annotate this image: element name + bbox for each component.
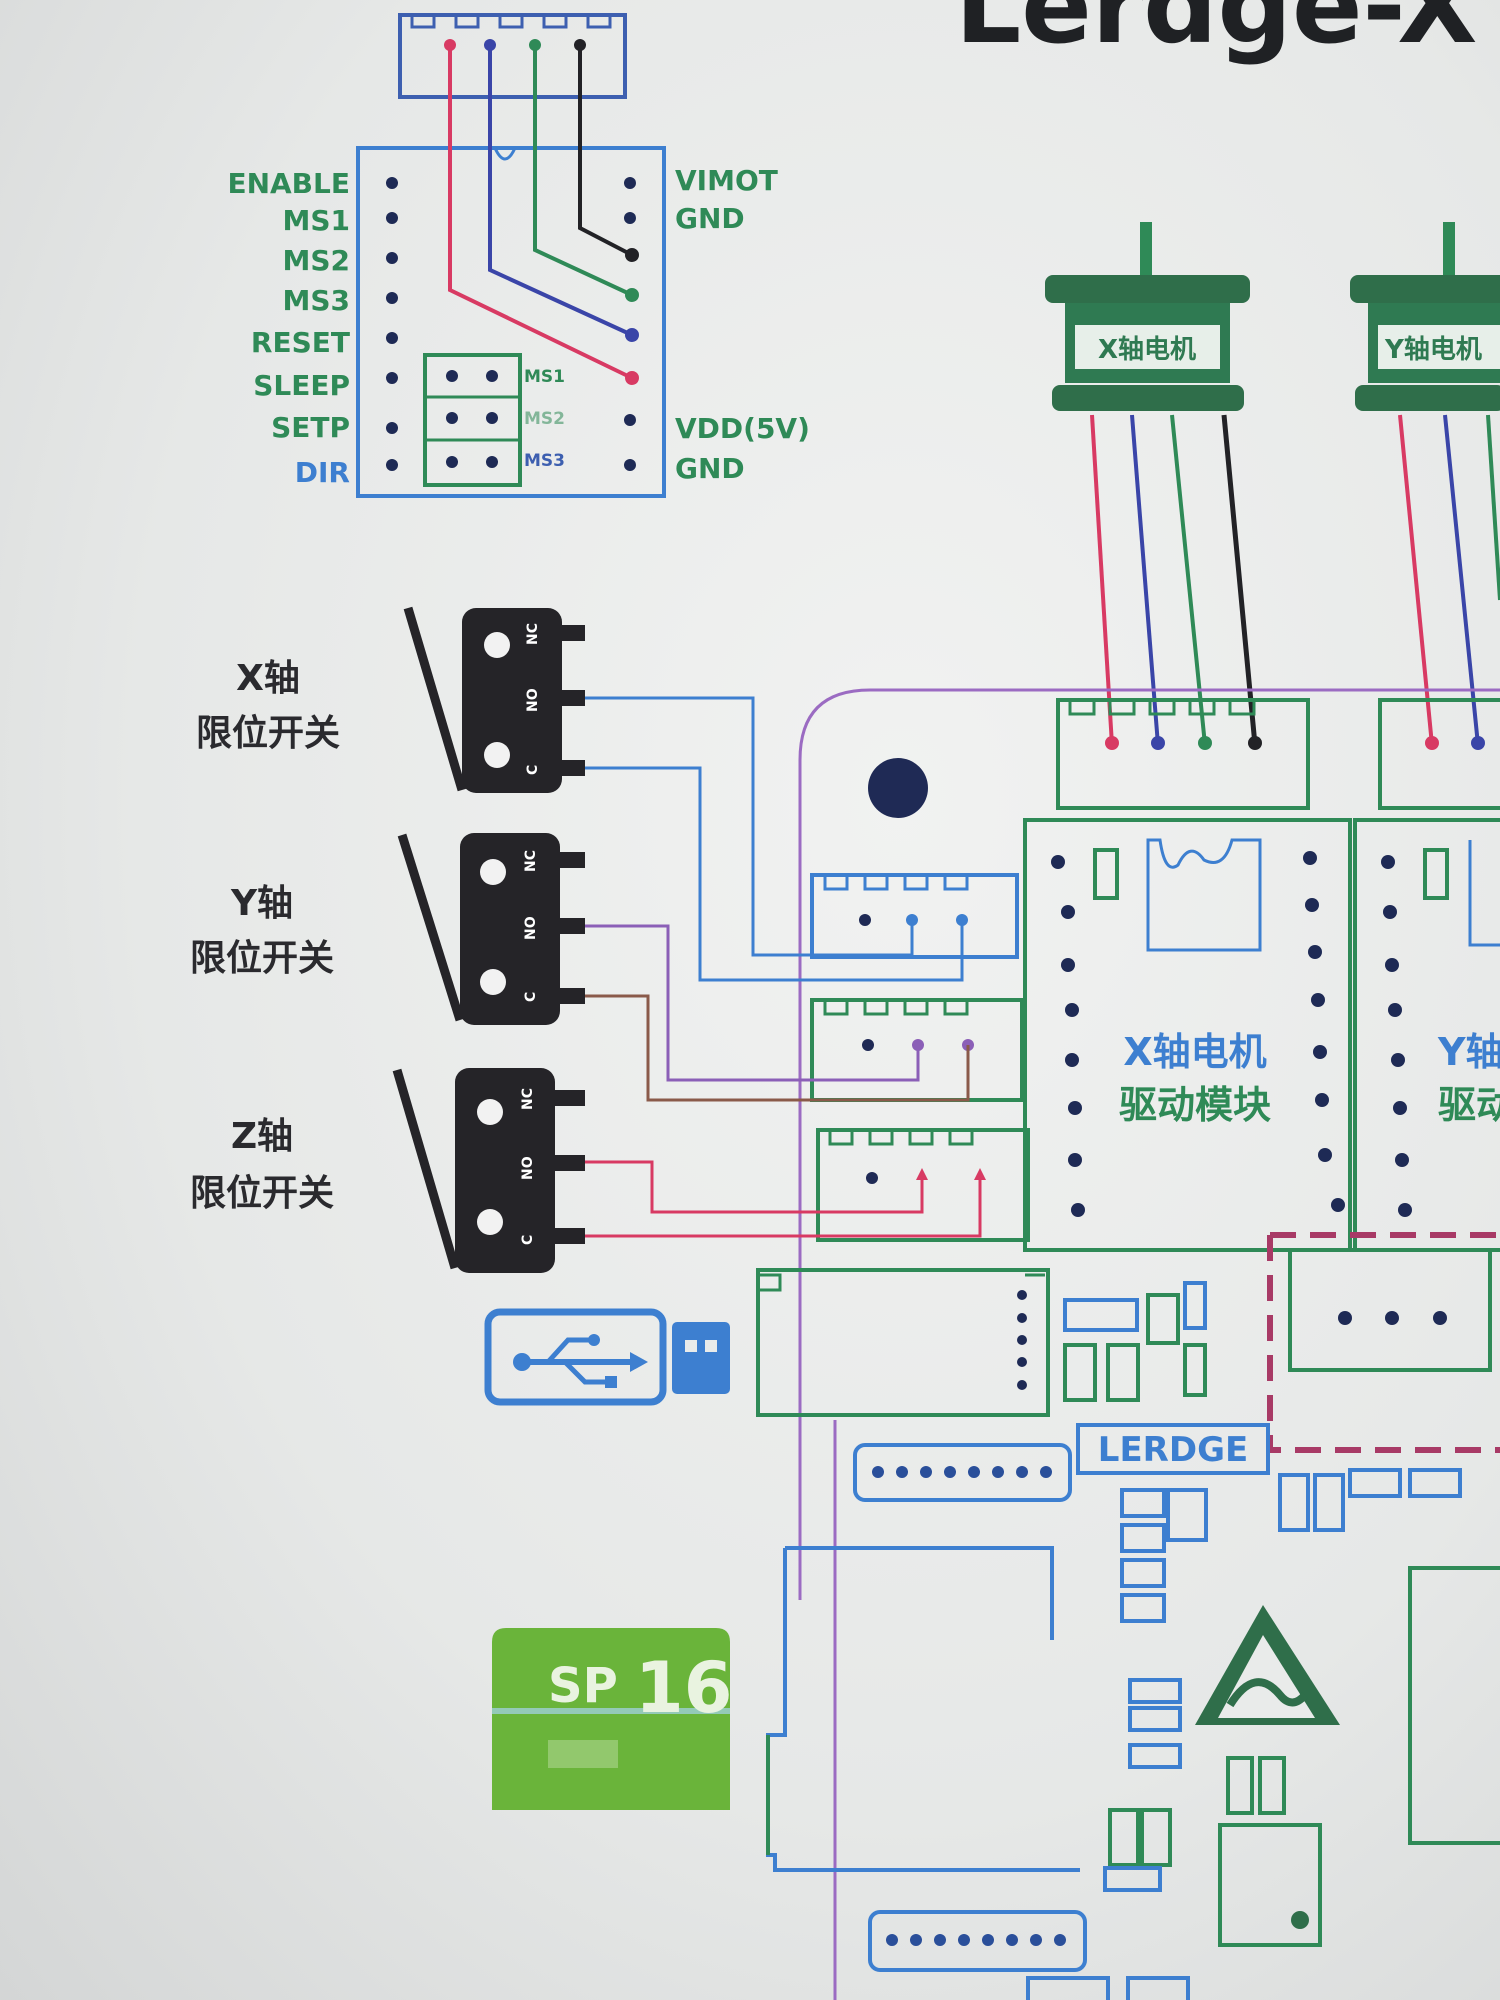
pin-label-vimot: VIMOT [675, 164, 778, 197]
x-endstop-connector [810, 873, 1019, 959]
pin-label-gnd-bottom: GND [675, 452, 745, 485]
z-switch-axis-label: Z轴 [231, 1116, 293, 1157]
pin-label-vdd: VDD(5V) [675, 412, 810, 445]
x-motor-label-plate [1075, 325, 1220, 369]
y-limit-switch: NC NO C Y轴 限位开关 [190, 833, 585, 1025]
pin-label-ms3: MS3 [282, 284, 350, 317]
usb-connector [756, 1268, 1050, 1417]
x-switch-pin-nc: NC [525, 623, 541, 645]
jumper-label-ms2: MS2 [524, 409, 565, 429]
x-switch-pin-c: C [525, 765, 541, 775]
y-motor-top-cap [1350, 275, 1500, 303]
x-motor-bottom-cap [1052, 385, 1244, 411]
pin-label-ms2: MS2 [282, 244, 350, 277]
pin-label-gnd-top: GND [675, 202, 745, 235]
x-motor-top-cap [1045, 275, 1250, 303]
x-switch-desc-label: 限位开关 [196, 713, 340, 754]
x-limit-switch: NC NO C X轴 限位开关 [196, 606, 585, 793]
pin-label-dir: DIR [295, 456, 350, 489]
sd-card-capacity: 16 [635, 1647, 732, 1729]
jumper-label-ms1: MS1 [524, 367, 565, 387]
pinout-top-connector [398, 13, 627, 99]
z-switch-pin-c: C [520, 1235, 536, 1245]
y-motor-connector [1378, 698, 1500, 810]
y-switch-pin-c: C [523, 992, 539, 1002]
usb-icon [484, 1308, 730, 1406]
driver-pinout-diagram: MS1 MS2 MS3 ENABLE MS1 MS2 MS3 RESET SLE… [227, 13, 810, 498]
z-switch-pin-nc: NC [520, 1088, 536, 1110]
board-outline [798, 688, 1500, 761]
pin-label-setp: SETP [271, 411, 350, 444]
x-driver-module-label-2: 驱动模块 [1119, 1083, 1271, 1127]
mounting-hole [868, 758, 928, 818]
brand-label: LERDGE [1098, 1430, 1248, 1470]
x-switch-pin-no: NO [525, 688, 541, 712]
z-endstop-connector [816, 1128, 1030, 1242]
pin-label-enable: ENABLE [227, 167, 350, 200]
x-driver-module-label-1: X轴电机 [1123, 1030, 1266, 1074]
main-board: X轴电机 驱动模块 Y轴 驱动 LER [756, 688, 1500, 2000]
y-motor-label-plate [1378, 325, 1500, 369]
y-switch-axis-label: Y轴 [230, 883, 293, 924]
y-motor-label: Y轴电机 [1384, 335, 1482, 365]
pin-label-ms1: MS1 [282, 204, 350, 237]
y-motor-shaft [1443, 222, 1455, 277]
switch-wires [585, 696, 986, 1238]
pin-label-sleep: SLEEP [253, 369, 350, 402]
sd-card-slot [766, 1546, 1080, 1872]
y-driver-module-label-1: Y轴 [1437, 1030, 1500, 1074]
dashed-region [1267, 1232, 1500, 1453]
y-switch-desc-label: 限位开关 [190, 938, 334, 979]
esd-warning-icon [1195, 1605, 1340, 1725]
y-switch-pin-nc: NC [523, 850, 539, 872]
jumper-block [423, 353, 522, 487]
x-driver-module [1023, 818, 1352, 1252]
z-switch-pin-no: NO [520, 1156, 536, 1180]
driver-board-outline [356, 146, 666, 498]
jumper-label-ms3: MS3 [524, 451, 565, 471]
x-motor: X轴电机 [1045, 222, 1258, 746]
title-text: Lerdge-X [955, 0, 1477, 67]
sd-card-brand: SP [548, 1658, 618, 1714]
x-switch-axis-label: X轴 [236, 658, 300, 699]
x-motor-label: X轴电机 [1098, 335, 1196, 365]
brand-label-box [1076, 1423, 1270, 1475]
sd-card: SP 16 [492, 1628, 732, 1810]
y-motor-bottom-cap [1355, 385, 1500, 411]
header-pins-bottom [868, 1910, 1087, 1972]
power-connector [1288, 1248, 1492, 1372]
y-motor: Y轴电机 [1350, 222, 1500, 746]
y-switch-pin-no: NO [523, 916, 539, 940]
pin-label-reset: RESET [251, 326, 350, 359]
x-motor-connector [1056, 698, 1310, 810]
y-driver-module-label-2: 驱动 [1438, 1083, 1500, 1127]
header-pins-top [853, 1443, 1072, 1502]
z-limit-switch: NC NO C Z轴 限位开关 [190, 1068, 585, 1273]
x-motor-shaft [1140, 222, 1152, 277]
z-switch-desc-label: 限位开关 [190, 1173, 334, 1214]
chip [1218, 1823, 1322, 1947]
